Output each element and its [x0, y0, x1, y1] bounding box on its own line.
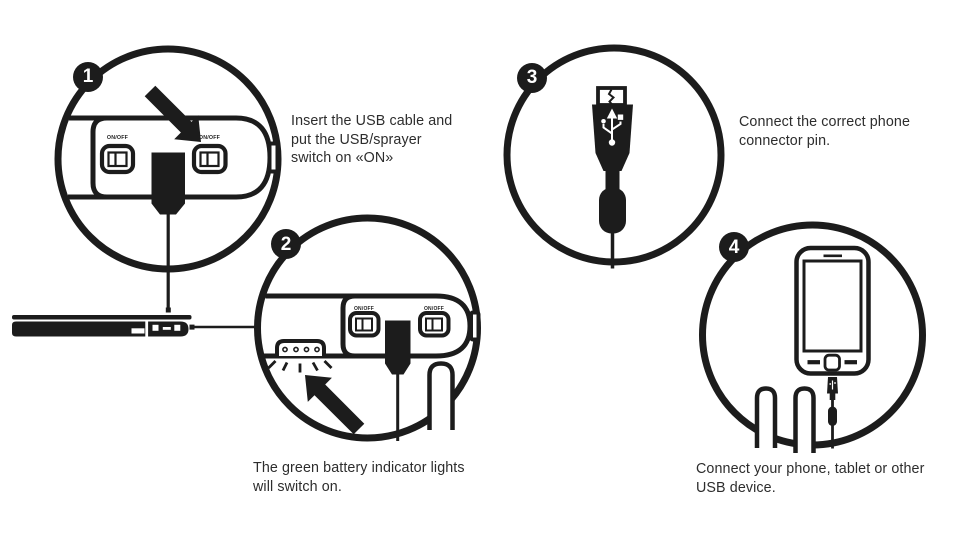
step2-caption: The green battery indicator lights will …: [253, 459, 465, 496]
caption-line: The green battery indicator lights: [253, 460, 465, 476]
step2-sprayer-module: [264, 293, 481, 441]
leader-dot: [189, 324, 195, 330]
step-number: 3: [526, 67, 538, 88]
module-end-tab: [267, 141, 280, 174]
battery-indicator-leds: [275, 339, 326, 356]
usb-symbol-icon: [601, 108, 624, 146]
usb-plug-icon: [151, 152, 185, 215]
step3-caption: Connect the correct phone connector pin.: [739, 113, 910, 150]
cable-strain-relief: [599, 187, 626, 234]
pen-window: [131, 328, 145, 334]
step-number: 2: [280, 233, 292, 255]
on-off-label: ON/OFF: [199, 135, 221, 141]
on-off-label: ON/OFF: [354, 306, 374, 312]
step3-number-badge: 3: [517, 62, 547, 93]
caption-line: put the USB/sprayer: [291, 131, 422, 148]
caption-line: USB device.: [696, 479, 776, 496]
caption-line: Insert the USB cable and: [291, 113, 453, 129]
leader-dot: [165, 307, 171, 313]
caption-line: Connect the correct phone: [739, 114, 910, 130]
finger-icon: [754, 386, 778, 448]
pen-cap-mark: [152, 324, 159, 331]
on-off-switch: [418, 311, 451, 338]
pen-top-strip: [12, 315, 192, 320]
finger-icon: [427, 361, 455, 430]
connector-neck: [605, 171, 620, 189]
step1-caption: Insert the USB cable and put the USB/spr…: [291, 112, 452, 168]
caption-line: will switch on.: [253, 478, 342, 495]
micro-usb-connector-icon: [592, 86, 633, 269]
step2-number-badge: 2: [271, 229, 301, 259]
step1-sprayer-module: [68, 85, 280, 215]
sprayer-pen-device: [12, 214, 257, 337]
step4-caption: Connect your phone, tablet or other USB …: [696, 460, 924, 497]
on-off-label: ON/OFF: [424, 306, 444, 312]
step-number: 4: [728, 236, 740, 258]
phone-body: [794, 245, 871, 376]
arrow-up-left-icon: [305, 375, 365, 435]
connector-contact-notch: [607, 89, 616, 106]
pen-cap-mark: [174, 324, 181, 331]
pen-cap-dash: [162, 327, 171, 330]
step4-number-badge: 4: [719, 232, 749, 262]
step1-number-badge: 1: [73, 61, 103, 92]
arrow-down-right-icon: [144, 85, 201, 142]
caption-line: connector pin.: [739, 132, 831, 149]
module-end-tab: [469, 310, 481, 342]
usb-plug-icon: [385, 320, 411, 375]
smartphone-icon: [754, 245, 871, 453]
light-rays-icon: [267, 360, 333, 373]
on-off-switch: [191, 143, 228, 175]
on-off-switch: [348, 311, 381, 338]
caption-line: switch on «ON»: [291, 150, 394, 167]
step-number: 1: [82, 66, 94, 87]
micro-usb-plug-icon: [827, 377, 838, 426]
finger-icon: [793, 386, 816, 453]
phone-home-button: [823, 353, 841, 372]
usb-symbol-icon: [829, 380, 836, 390]
caption-line: Connect your phone, tablet or other: [696, 461, 925, 477]
phone-screen: [802, 259, 863, 353]
pen-body: [12, 321, 189, 337]
on-off-switch: [99, 143, 136, 175]
pen-seam: [145, 321, 149, 337]
on-off-label: ON/OFF: [107, 135, 129, 141]
